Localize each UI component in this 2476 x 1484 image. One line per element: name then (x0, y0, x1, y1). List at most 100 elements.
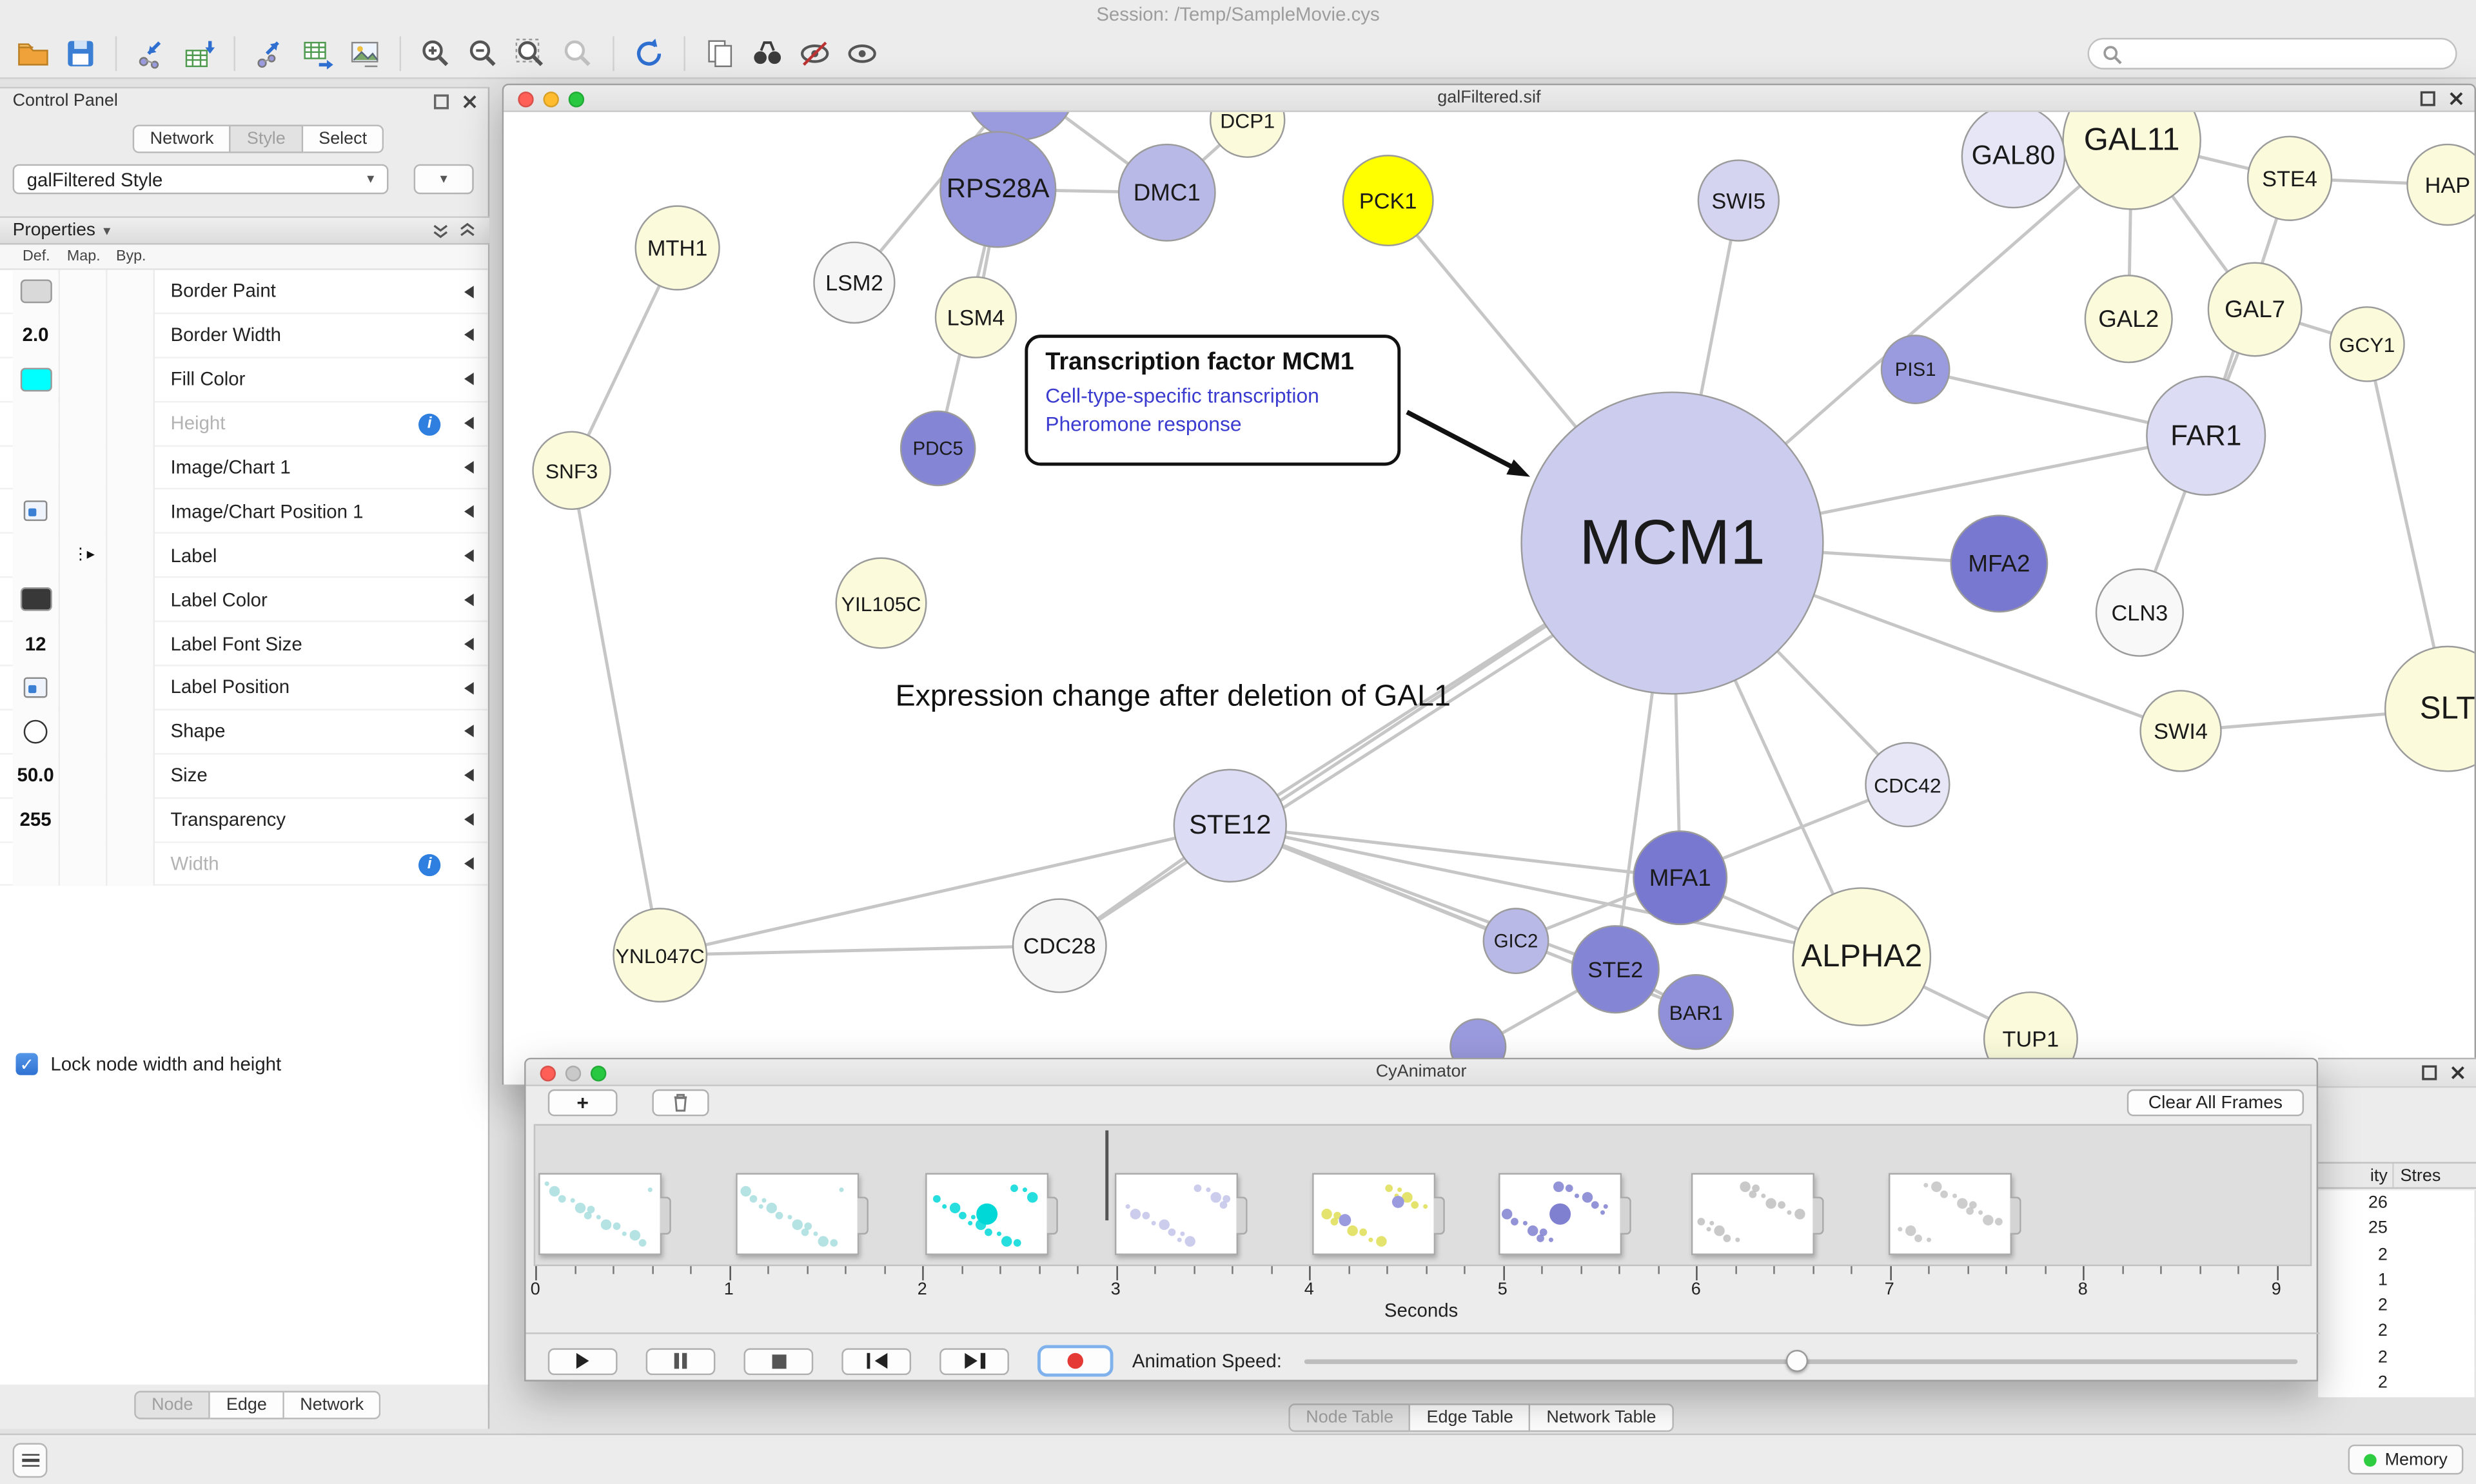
node-cdc42[interactable]: CDC42 (1865, 742, 1950, 828)
first-neighbors-button[interactable] (743, 32, 791, 73)
node-mfa1[interactable]: MFA1 (1633, 830, 1728, 926)
frame-handle[interactable] (1433, 1196, 1445, 1235)
expand-all-icon[interactable] (458, 221, 477, 240)
mapping-cell[interactable] (60, 709, 108, 754)
zoom-in-button[interactable] (412, 32, 459, 73)
table-row[interactable]: 2 (2318, 1344, 2476, 1371)
mapping-cell[interactable] (60, 489, 108, 534)
float-panel-icon[interactable] (433, 93, 450, 110)
clear-all-frames-button[interactable]: Clear All Frames (2127, 1089, 2304, 1117)
show-panel-button[interactable] (12, 1443, 48, 1478)
network-canvas[interactable]: Transcription factor MCM1 Cell-type-spec… (504, 112, 2475, 1085)
default-value-cell[interactable] (12, 269, 61, 313)
node-pck1[interactable]: PCK1 (1342, 155, 1434, 247)
expand-arrow-icon[interactable] (464, 549, 474, 562)
bypass-cell[interactable] (107, 533, 155, 578)
slider-thumb[interactable] (1785, 1349, 1808, 1372)
collapse-all-icon[interactable] (431, 221, 450, 240)
frame-thumbnail-4[interactable] (1312, 1173, 1445, 1255)
table-row[interactable]: 26 (2318, 1190, 2476, 1216)
copy-button[interactable] (696, 32, 743, 73)
mapping-cell[interactable] (60, 401, 108, 445)
default-value-cell[interactable] (12, 841, 61, 886)
refresh-view-button[interactable] (625, 32, 673, 73)
bypass-cell[interactable] (107, 797, 155, 842)
tab-edge[interactable]: Edge (210, 1391, 284, 1420)
expand-arrow-icon[interactable] (464, 285, 474, 298)
table-row[interactable]: 25 (2318, 1216, 2476, 1242)
import-network-button[interactable] (128, 32, 175, 73)
save-session-button[interactable] (57, 32, 104, 73)
bypass-cell[interactable] (107, 445, 155, 490)
expand-arrow-icon[interactable] (464, 329, 474, 342)
float-window-icon[interactable] (2419, 90, 2437, 108)
expand-arrow-icon[interactable] (464, 681, 474, 694)
search-field[interactable] (2087, 37, 2457, 70)
play-button[interactable] (547, 1347, 618, 1374)
bypass-cell[interactable] (107, 665, 155, 710)
frame-thumbnail-0[interactable] (538, 1173, 671, 1255)
column-header[interactable]: Stres (2400, 1166, 2441, 1186)
expand-arrow-icon[interactable] (464, 637, 474, 650)
mapping-cell[interactable] (60, 269, 108, 313)
frame-handle[interactable] (660, 1196, 671, 1235)
memory-button[interactable]: Memory (2348, 1444, 2464, 1475)
frame-handle[interactable] (1813, 1196, 1824, 1235)
mapping-cell[interactable] (60, 621, 108, 666)
search-input[interactable] (2130, 44, 2443, 63)
zoom-fit-button[interactable] (507, 32, 554, 73)
node-gcy1[interactable]: GCY1 (2329, 306, 2405, 382)
lock-dimensions-row[interactable]: ✓ Lock node width and height (15, 1053, 281, 1075)
mapping-cell[interactable] (60, 313, 108, 358)
zoom-out-button[interactable] (460, 32, 507, 73)
node-hap[interactable]: HAP (2406, 143, 2475, 226)
style-selector[interactable]: galFiltered Style ▾ (12, 164, 389, 195)
property-row-shape[interactable]: Shape (0, 709, 488, 755)
checkbox-checked-icon[interactable]: ✓ (15, 1053, 38, 1075)
property-row-label[interactable]: ⋮▸Label (0, 533, 488, 578)
frame-handle[interactable] (1236, 1196, 1248, 1235)
node-gic2[interactable]: GIC2 (1482, 908, 1549, 975)
bypass-cell[interactable] (107, 401, 155, 445)
node-mfa2[interactable]: MFA2 (1950, 514, 2049, 613)
tab-select[interactable]: Select (302, 124, 385, 153)
default-value-cell[interactable]: 255 (12, 797, 61, 842)
expand-arrow-icon[interactable] (464, 505, 474, 518)
node-bar1[interactable]: BAR1 (1658, 974, 1734, 1050)
default-value-cell[interactable] (12, 357, 61, 402)
node-ste2[interactable]: STE2 (1571, 925, 1660, 1014)
bypass-cell[interactable] (107, 269, 155, 313)
column-header[interactable]: ity (2318, 1163, 2394, 1187)
mapping-cell[interactable] (60, 841, 108, 886)
float-window-icon[interactable] (2421, 1064, 2438, 1082)
default-value-cell[interactable] (12, 401, 61, 445)
default-value-cell[interactable]: 12 (12, 621, 61, 666)
frame-handle[interactable] (1620, 1196, 1631, 1235)
node-ste12[interactable]: STE12 (1173, 768, 1287, 883)
show-all-button[interactable] (838, 32, 885, 73)
import-table-button[interactable] (175, 32, 222, 73)
close-window-button[interactable] (518, 90, 534, 107)
frame-thumbnail-6[interactable] (1691, 1173, 1824, 1255)
node-pdc5[interactable]: PDC5 (899, 410, 976, 487)
expand-arrow-icon[interactable] (464, 461, 474, 474)
cyanimator-titlebar[interactable]: CyAnimator (526, 1059, 2317, 1086)
export-network-button[interactable] (246, 32, 293, 73)
node-lsm2[interactable]: LSM2 (813, 241, 896, 324)
node-rps28a[interactable]: RPS28A (939, 131, 1057, 248)
annotation-box[interactable]: Transcription factor MCM1 Cell-type-spec… (1025, 335, 1401, 466)
record-button[interactable] (1037, 1345, 1114, 1377)
export-image-button[interactable] (341, 32, 388, 73)
node-swi5[interactable]: SWI5 (1697, 159, 1780, 242)
node-ynl047c[interactable]: YNL047C (613, 908, 708, 1003)
node-cln3[interactable]: CLN3 (2095, 568, 2184, 657)
table-row[interactable]: 2 (2318, 1293, 2476, 1320)
expand-arrow-icon[interactable] (464, 373, 474, 386)
zoom-window-button[interactable] (590, 1064, 607, 1081)
default-value-cell[interactable] (12, 445, 61, 490)
frame-handle[interactable] (857, 1196, 869, 1235)
tab-network-table[interactable]: Network Table (1530, 1403, 1674, 1432)
bypass-cell[interactable] (107, 621, 155, 666)
mapping-cell[interactable] (60, 357, 108, 402)
